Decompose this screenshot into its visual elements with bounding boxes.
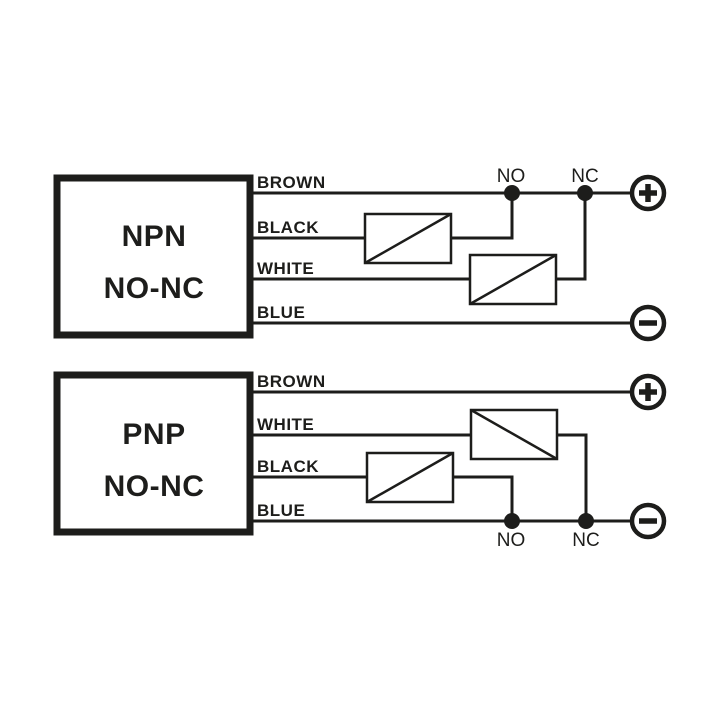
pnp-diagram: PNP NO-NC BROWN WHITE BLACK BLUE (53, 371, 667, 551)
npn-diagram: NPN NO-NC BROWN BLACK WHITE BLUE (53, 166, 667, 342)
pnp-device-mode-label: NO-NC (104, 470, 205, 503)
npn-device-mode-label: NO-NC (104, 272, 205, 305)
pnp-brown-wire-label: BROWN (257, 372, 326, 391)
npn-plus-terminal-icon (629, 174, 667, 212)
npn-nc-junction-label: NC (571, 166, 598, 187)
npn-no-junction-label: NO (497, 166, 526, 187)
pnp-minus-terminal-icon (629, 502, 667, 540)
npn-white-to-nc-wire (556, 193, 587, 281)
npn-brown-wire-label: BROWN (257, 173, 326, 192)
npn-minus-terminal-icon (629, 304, 667, 342)
pnp-white-to-nc-wire (557, 433, 588, 521)
npn-device-type-label: NPN (122, 220, 187, 253)
pnp-device-box (53, 371, 254, 536)
pnp-no-junction-label: NO (497, 530, 526, 551)
npn-no-junction-dot (504, 185, 520, 201)
pnp-black-wire-label: BLACK (257, 457, 319, 476)
npn-white-load-icon (468, 253, 558, 306)
pnp-black-load-icon (365, 451, 455, 504)
npn-blue-wire-label: BLUE (257, 303, 305, 322)
pnp-black-to-no-wire (453, 475, 514, 521)
npn-device-box (53, 174, 254, 339)
pnp-plus-terminal-icon (629, 373, 667, 411)
pnp-white-wire-label: WHITE (257, 415, 314, 434)
npn-nc-junction-dot (577, 185, 593, 201)
pnp-blue-wire-label: BLUE (257, 501, 305, 520)
npn-black-load-icon (363, 212, 453, 265)
pnp-white-load-icon (469, 408, 559, 461)
pnp-no-junction-dot (504, 513, 520, 529)
npn-black-wire-label: BLACK (257, 218, 319, 237)
pnp-nc-junction-label: NC (572, 530, 599, 551)
pnp-device-type-label: PNP (122, 418, 185, 451)
npn-black-to-no-wire (451, 193, 514, 240)
npn-white-wire-label: WHITE (257, 259, 314, 278)
pnp-nc-junction-dot (578, 513, 594, 529)
